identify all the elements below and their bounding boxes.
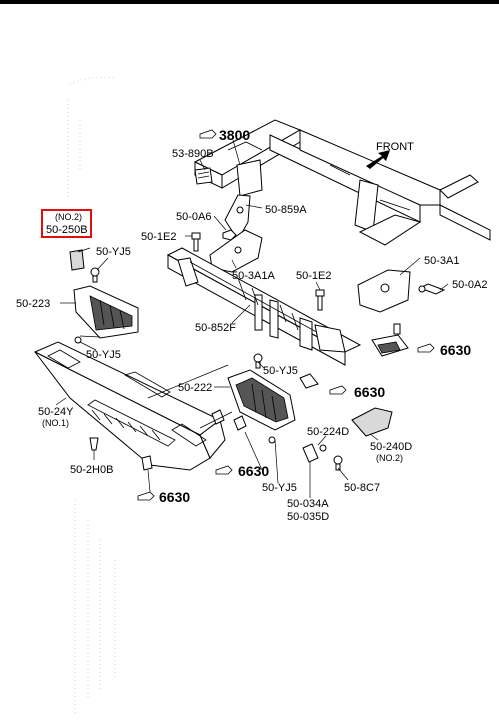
label-50-yj5-mid: 50-YJ5 (263, 365, 298, 377)
label-3800: 3800 (219, 127, 250, 143)
part-6630-sensor-right (299, 373, 319, 389)
label-50-24y: 50-24Y (38, 406, 74, 418)
bolt-50-0a2 (418, 283, 446, 295)
label-50-859a: 50-859A (265, 204, 307, 216)
clip-50-yj5-upper (90, 267, 100, 283)
highlight-box (41, 209, 92, 238)
pointing-hand-icon (417, 343, 435, 353)
part-50-222-bracket (227, 353, 296, 431)
part-50-852f-reinforcement (166, 247, 362, 366)
label-50-035d: 50-035D (287, 511, 329, 523)
part-50-3a1a-bracket (209, 229, 263, 273)
part-6630-connector (371, 323, 409, 357)
label-50-240d-no: (NO.2) (376, 453, 403, 463)
pointing-hand-icon (329, 385, 347, 395)
clips-6630-lower (211, 409, 276, 444)
leader-lines (55, 139, 449, 498)
part-50-250b-pad (69, 249, 85, 271)
label-50-2h0b: 50-2H0B (70, 464, 113, 476)
label-highlight-no: (NO.2) (55, 212, 82, 222)
clip-50-2h0b (89, 437, 99, 451)
label-50-8c7: 50-8C7 (344, 482, 380, 494)
label-50-852f: 50-852F (195, 322, 236, 334)
frame-assembly (193, 119, 491, 246)
label-50-240d: 50-240D (370, 441, 412, 453)
clip-50-yj5-lower-left (74, 336, 82, 344)
label-50-223: 50-223 (16, 298, 50, 310)
front-arrow-icon (366, 150, 390, 169)
pointing-hand-icon (215, 465, 233, 475)
pointing-hand-icon (199, 129, 217, 139)
label-50-yj5-lower-left: 50-YJ5 (86, 349, 121, 361)
label-50-0a2: 50-0A2 (452, 279, 487, 291)
label-50-222: 50-222 (178, 382, 212, 394)
part-50-24y-step-pad (33, 341, 226, 471)
label-50-24y-no: (NO.1) (42, 418, 69, 428)
label-6630-lower-left: 6630 (159, 489, 190, 505)
label-front: FRONT (376, 141, 414, 153)
part-50-0a6-nut (222, 229, 237, 241)
label-6630-lower-mid: 6630 (238, 463, 269, 479)
label-50-yj5-bottom: 50-YJ5 (262, 482, 297, 494)
label-50-3a1a: 50-3A1A (232, 270, 275, 282)
label-50-1e2-right: 50-1E2 (296, 270, 331, 282)
label-50-3a1: 50-3A1 (424, 255, 459, 267)
background-dots (67, 76, 116, 715)
label-6630-mid: 6630 (354, 384, 385, 400)
label-50-yj5-upper: 50-YJ5 (96, 246, 131, 258)
bolt-50-1e2-left (191, 232, 201, 252)
part-53-890b-bracket (194, 167, 213, 185)
top-rule (0, 0, 499, 4)
label-50-1e2-left: 50-1E2 (141, 231, 176, 243)
part-50-3a1-bracket (357, 269, 411, 313)
part-50-224d-bracket (302, 443, 327, 463)
label-50-0a6: 50-0A6 (176, 211, 211, 223)
screw-50-8c7 (333, 455, 343, 471)
pointing-hand-icon (137, 491, 155, 501)
part-50-240d-pad (351, 407, 393, 437)
label-50-250b: 50-250B (46, 224, 88, 236)
part-50-223-bracket (73, 285, 139, 339)
label-50-034a: 50-034A (287, 498, 329, 510)
label-53-890b: 53-890B (172, 148, 214, 160)
clip-6630-lower-left (141, 455, 153, 471)
bolt-50-1e2-right (315, 289, 325, 311)
label-6630-right: 6630 (440, 342, 471, 358)
label-50-224d: 50-224D (307, 426, 349, 438)
